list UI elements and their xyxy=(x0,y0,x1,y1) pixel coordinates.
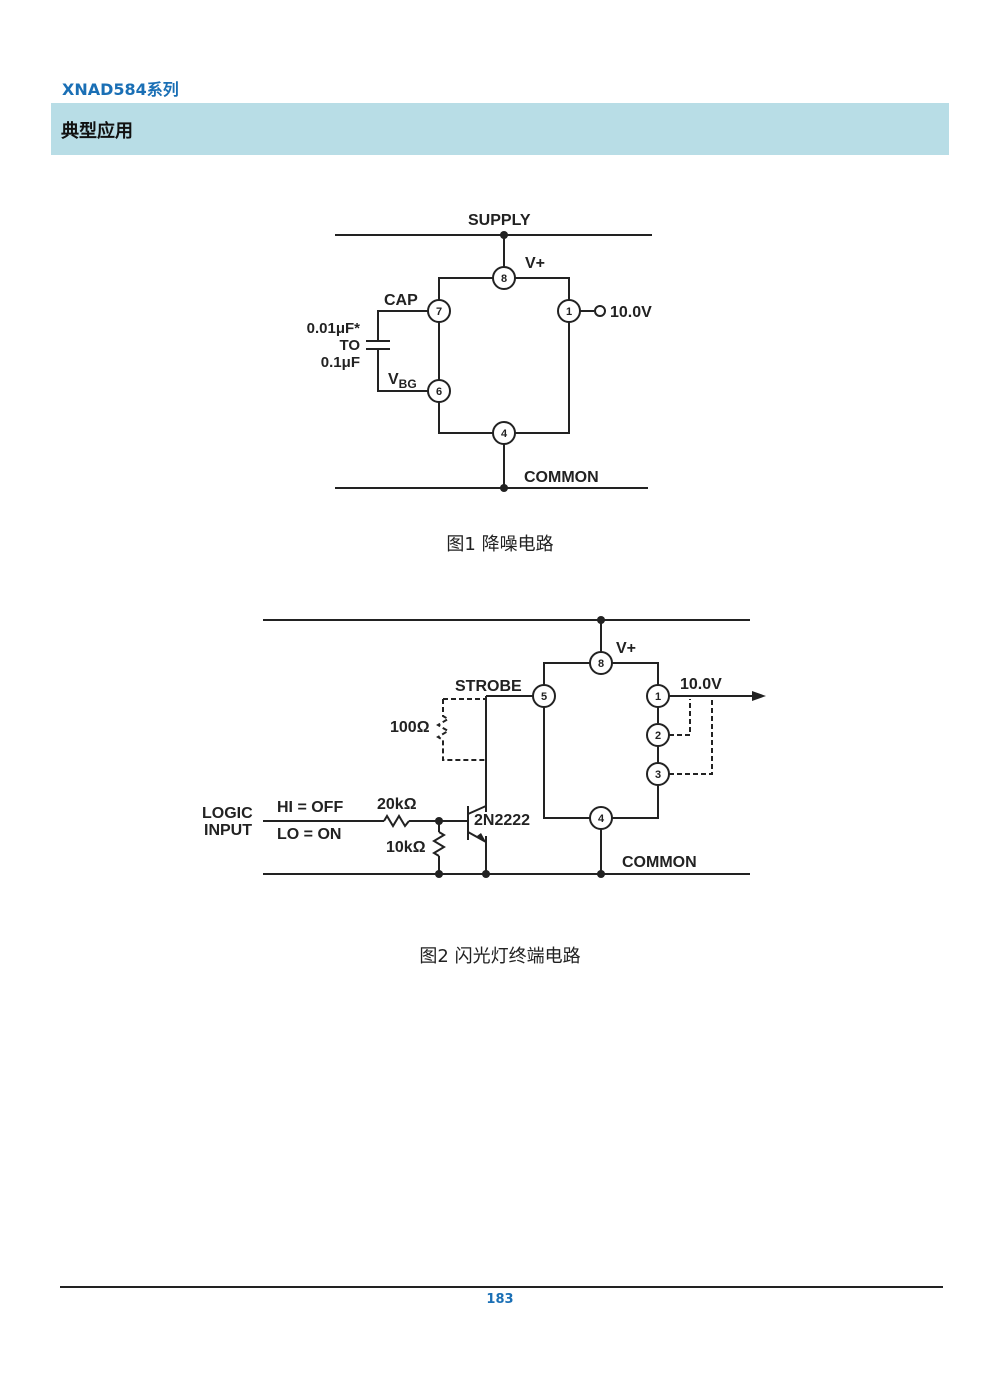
figure-1-circuit-diagram: 8 7 1 6 4 SUPPLY V+ CAP 10.0V COMMON 0.0… xyxy=(307,212,652,492)
document-series-title: XNAD584系列 xyxy=(62,80,179,99)
resistor-100-label: 100Ω xyxy=(390,719,430,736)
pin-8-label-2: 8 xyxy=(598,658,604,670)
output-voltage-label-2: 10.0V xyxy=(680,676,722,693)
transistor-label: 2N2222 xyxy=(474,812,530,829)
pin-3-label: 3 xyxy=(655,769,661,781)
logic-input-line-2: INPUT xyxy=(204,822,252,839)
resistor-100-dashed xyxy=(436,699,486,761)
vplus-label-2: V+ xyxy=(616,640,636,657)
page-number: 183 xyxy=(486,1292,514,1307)
section-header-bar: 典型应用 xyxy=(51,103,949,155)
figure-2-circuit-diagram: 8 5 1 2 3 4 V+ STROBE 10.0V 100Ω LOGIC I… xyxy=(202,616,766,878)
cap-value-line-2: TO xyxy=(339,337,360,354)
cap-value-line-1: 0.01μF* xyxy=(307,320,361,337)
pin-2-label: 2 xyxy=(655,730,661,742)
output-arrow xyxy=(752,691,766,701)
footer-divider xyxy=(60,1286,943,1288)
figure-1-caption: 图1 降噪电路 xyxy=(446,534,554,555)
output-voltage-label: 10.0V xyxy=(610,304,652,321)
vplus-label: V+ xyxy=(525,255,545,272)
pin-8-label: 8 xyxy=(501,273,507,285)
lo-on-label: LO = ON xyxy=(277,826,341,843)
resistor-10k xyxy=(432,831,446,857)
common-label: COMMON xyxy=(524,469,599,486)
pin-1-label: 1 xyxy=(566,306,572,318)
pin-6-label: 6 xyxy=(436,386,442,398)
cap-value-line-3: 0.1μF xyxy=(321,354,360,371)
pin-5-label: 5 xyxy=(541,691,547,703)
pin-4-label: 4 xyxy=(501,428,508,440)
resistor-20k-label: 20kΩ xyxy=(377,796,417,813)
pin-7-label: 7 xyxy=(436,306,442,318)
supply-label: SUPPLY xyxy=(468,212,531,229)
strobe-label: STROBE xyxy=(455,678,522,695)
ic-body xyxy=(438,277,570,434)
resistor-20k xyxy=(383,814,410,828)
pin-4-label-2: 4 xyxy=(598,813,605,825)
common-label-2: COMMON xyxy=(622,854,697,871)
vbg-label: VBG xyxy=(388,371,417,391)
cap-label: CAP xyxy=(384,292,418,309)
pin-1-label-2: 1 xyxy=(655,691,661,703)
hi-off-label: HI = OFF xyxy=(277,799,343,816)
output-terminal xyxy=(594,305,606,317)
section-title: 典型应用 xyxy=(61,121,133,142)
figure-2-caption: 图2 闪光灯终端电路 xyxy=(419,946,581,967)
resistor-10k-label: 10kΩ xyxy=(386,839,426,856)
logic-input-line-1: LOGIC xyxy=(202,805,253,822)
